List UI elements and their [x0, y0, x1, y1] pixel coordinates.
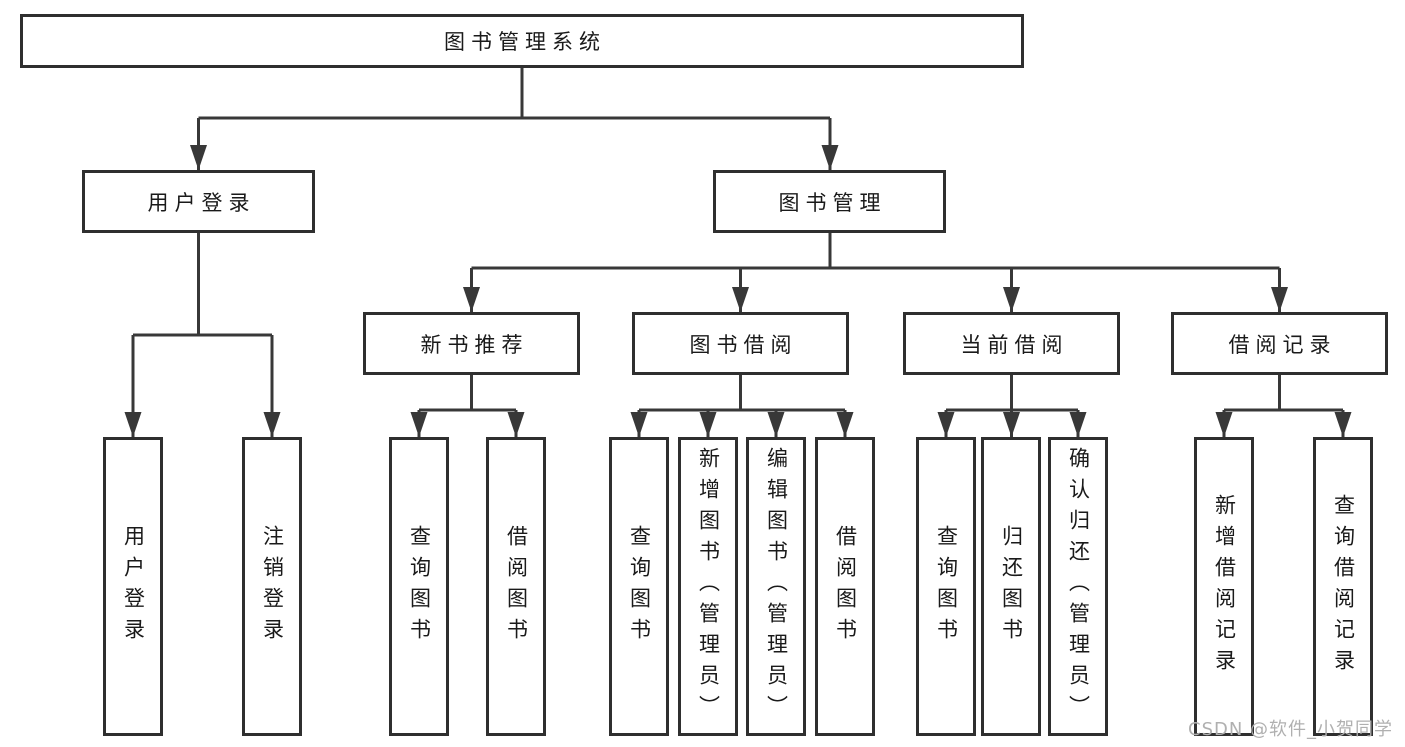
node-label: 借阅图书: [833, 524, 858, 649]
connector-arrowheads: [124, 145, 1352, 437]
node-label: 借阅图书: [504, 524, 529, 649]
node-library-management-system: 图书管理系统: [20, 14, 1024, 68]
node-label: 借阅记录: [1228, 332, 1337, 357]
leaf-return-books: 归还图书: [981, 437, 1041, 736]
node-label: 图书借阅: [689, 332, 798, 357]
node-current-borrowing: 当前借阅: [903, 312, 1120, 375]
node-label: 图书管理系统: [444, 30, 606, 54]
node-book-management: 图书管理: [713, 170, 946, 233]
node-user-login: 用户登录: [82, 170, 315, 233]
node-label: 确认归还（管理员）: [1066, 447, 1091, 726]
csdn-watermark: CSDN @软件_小贺同学: [1188, 719, 1394, 740]
node-label: 查询图书: [934, 524, 959, 649]
leaf-borrow-books: 借阅图书: [815, 437, 875, 736]
node-new-book-recommendation: 新书推荐: [363, 312, 580, 375]
leaf-query-books: 查询图书: [609, 437, 669, 736]
leaf-query-books: 查询图书: [389, 437, 449, 736]
leaf-query-books: 查询图书: [916, 437, 976, 736]
leaf-query-borrow-record: 查询借阅记录: [1313, 437, 1373, 736]
leaf-borrow-books: 借阅图书: [486, 437, 546, 736]
node-label: 用户登录: [121, 524, 146, 649]
node-label: 图书管理: [778, 190, 887, 215]
leaf-logout: 注销登录: [242, 437, 302, 736]
leaf-confirm-return-admin: 确认归还（管理员）: [1048, 437, 1108, 736]
node-label: 归还图书: [999, 524, 1024, 649]
node-label: 编辑图书（管理员）: [764, 447, 789, 726]
node-label: 新增图书（管理员）: [696, 447, 721, 726]
node-book-borrowing: 图书借阅: [632, 312, 849, 375]
node-label: 注销登录: [260, 524, 285, 649]
leaf-add-book-admin: 新增图书（管理员）: [678, 437, 738, 736]
node-label: 新书推荐: [420, 332, 529, 357]
node-label: 查询借阅记录: [1331, 493, 1356, 680]
node-label: 用户登录: [147, 190, 256, 215]
node-label: 当前借阅: [960, 332, 1069, 357]
node-label: 查询图书: [627, 524, 652, 649]
node-borrowing-records: 借阅记录: [1171, 312, 1388, 375]
leaf-add-borrow-record: 新增借阅记录: [1194, 437, 1254, 736]
node-label: 新增借阅记录: [1212, 493, 1237, 680]
node-label: 查询图书: [407, 524, 432, 649]
leaf-edit-book-admin: 编辑图书（管理员）: [746, 437, 806, 736]
leaf-user-login: 用户登录: [103, 437, 163, 736]
